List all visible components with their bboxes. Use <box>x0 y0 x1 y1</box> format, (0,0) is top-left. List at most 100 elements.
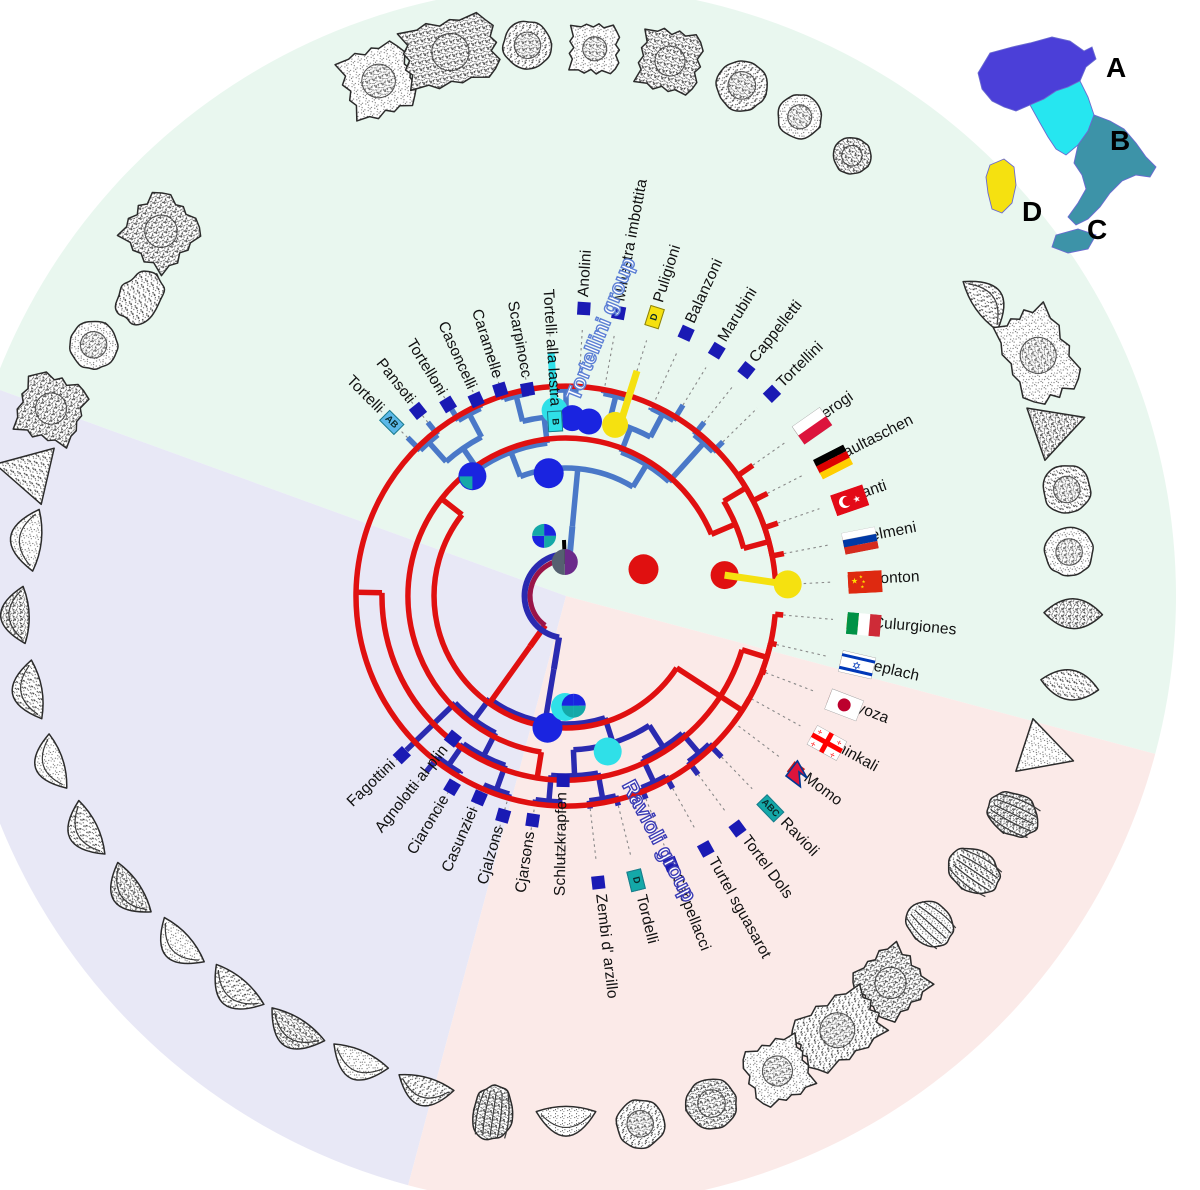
svg-text:✛: ✛ <box>828 751 836 760</box>
label-leader-line <box>697 774 726 812</box>
pasta-illustration <box>34 733 68 789</box>
taxon-label-manti[interactable]: Manti★ <box>829 476 894 517</box>
label-leader-line <box>721 756 753 790</box>
map-region-c <box>1067 114 1157 226</box>
pasta-illustration <box>67 799 106 855</box>
label-leader-line <box>751 698 801 727</box>
label-leader-line <box>525 803 536 862</box>
pasta-illustration <box>271 1007 326 1050</box>
tree-node <box>576 408 602 435</box>
svg-text:★: ★ <box>850 577 858 586</box>
label-leader-line <box>777 508 820 524</box>
pasta-illustration <box>1026 407 1086 462</box>
tree-branch <box>675 665 744 713</box>
pasta-illustration <box>947 847 1003 898</box>
pasta-illustration <box>9 508 43 572</box>
tree-node <box>773 570 802 599</box>
taxon-label-pierogi[interactable]: Pierogi <box>791 386 861 445</box>
label-leader-line <box>672 788 697 831</box>
tree-branch <box>508 451 523 478</box>
taxon-label-pelmeni[interactable]: Pelmeni <box>841 518 923 555</box>
label-leader-line <box>682 367 707 406</box>
label-leader-line <box>454 351 477 398</box>
tree-branch <box>686 742 712 764</box>
country-flag-georgia: ✛✛✛✛ <box>806 724 885 778</box>
country-flag-israel: ✡ <box>837 650 926 687</box>
pasta-illustration <box>1043 598 1104 630</box>
pasta-illustration <box>715 60 768 112</box>
tree-node <box>628 554 659 585</box>
region-marker-cjarsons <box>525 812 540 828</box>
pasta-illustration <box>334 40 418 122</box>
italy-map-inset <box>977 36 1157 254</box>
tree-branch <box>439 496 464 517</box>
tree-branch <box>513 395 526 422</box>
map-region-d <box>985 158 1017 214</box>
svg-text:✡: ✡ <box>850 660 862 674</box>
pie-node-ravioli-in <box>561 693 586 718</box>
tree-branch <box>487 644 533 706</box>
tree-branch <box>640 773 668 791</box>
tree-branch <box>648 412 666 439</box>
tree-node <box>593 737 622 766</box>
tree-branch <box>616 369 641 428</box>
pasta-illustration <box>992 301 1082 405</box>
taxon-label-schlutzkrapfen[interactable]: Schlutzkrapfen <box>551 773 572 901</box>
tree-branch <box>710 521 737 537</box>
svg-text:★: ★ <box>860 584 864 589</box>
country-flag-germany <box>813 409 921 480</box>
label-leader-line <box>603 332 616 392</box>
label-leader-line <box>776 644 828 657</box>
pasta-illustration <box>69 320 119 371</box>
pasta-illustration <box>790 983 890 1074</box>
country-flag-italy <box>845 611 962 639</box>
tree-branch <box>534 751 545 779</box>
taxon-label-kreplach[interactable]: Kreplach✡ <box>837 650 926 688</box>
tree-branch <box>431 513 680 731</box>
label-leader-line <box>722 407 758 443</box>
pasta-illustration <box>159 916 205 965</box>
pasta-illustration <box>0 585 30 645</box>
tree-branch <box>630 463 649 489</box>
taxon-label-wonton[interactable]: Wonton★★★★ <box>847 568 925 595</box>
region-marker-tortelli-alla-lastra: B <box>547 410 564 433</box>
pasta-illustration <box>742 1032 818 1108</box>
tree-node <box>533 458 564 489</box>
pasta-illustration <box>0 447 55 506</box>
label-leader-line <box>783 614 834 620</box>
pasta-illustration <box>116 191 202 277</box>
label-leader-line <box>491 795 510 854</box>
pasta-illustration <box>11 659 44 720</box>
taxon-label-momo[interactable]: Momo <box>785 758 850 812</box>
map-letter-d: D <box>1022 196 1043 227</box>
taxon-name: Schlutzkrapfen <box>551 791 571 897</box>
tree-branch <box>646 724 666 749</box>
taxon-label-gyoza[interactable]: Gyoza <box>824 688 896 730</box>
region-marker-schlutzkrapfen <box>556 773 570 788</box>
label-leader-line <box>427 770 462 826</box>
tree-branch <box>570 749 578 776</box>
pasta-illustration <box>568 23 621 75</box>
pasta-illustration <box>535 1105 597 1137</box>
tree-branch <box>476 440 548 472</box>
taxon-label-khinkali[interactable]: Khinkali✛✛✛✛ <box>806 724 885 779</box>
pasta-illustration <box>1043 526 1094 577</box>
taxon-label-maultaschen[interactable]: Maultaschen <box>813 409 921 480</box>
svg-text:★: ★ <box>861 579 865 584</box>
tree-branch <box>666 441 706 484</box>
map-region-c <box>1051 228 1097 254</box>
pasta-illustration <box>633 27 704 96</box>
pie-node-root <box>551 549 578 575</box>
label-leader-line <box>627 340 648 400</box>
tree-node <box>532 712 563 743</box>
tree-branch <box>550 636 563 670</box>
label-leader-line <box>765 672 817 693</box>
country-flag-russia <box>841 518 922 555</box>
tree-branch <box>379 592 745 783</box>
tree-branch <box>355 589 383 596</box>
taxon-label-culurgiones[interactable]: DCulurgiones <box>845 611 962 640</box>
